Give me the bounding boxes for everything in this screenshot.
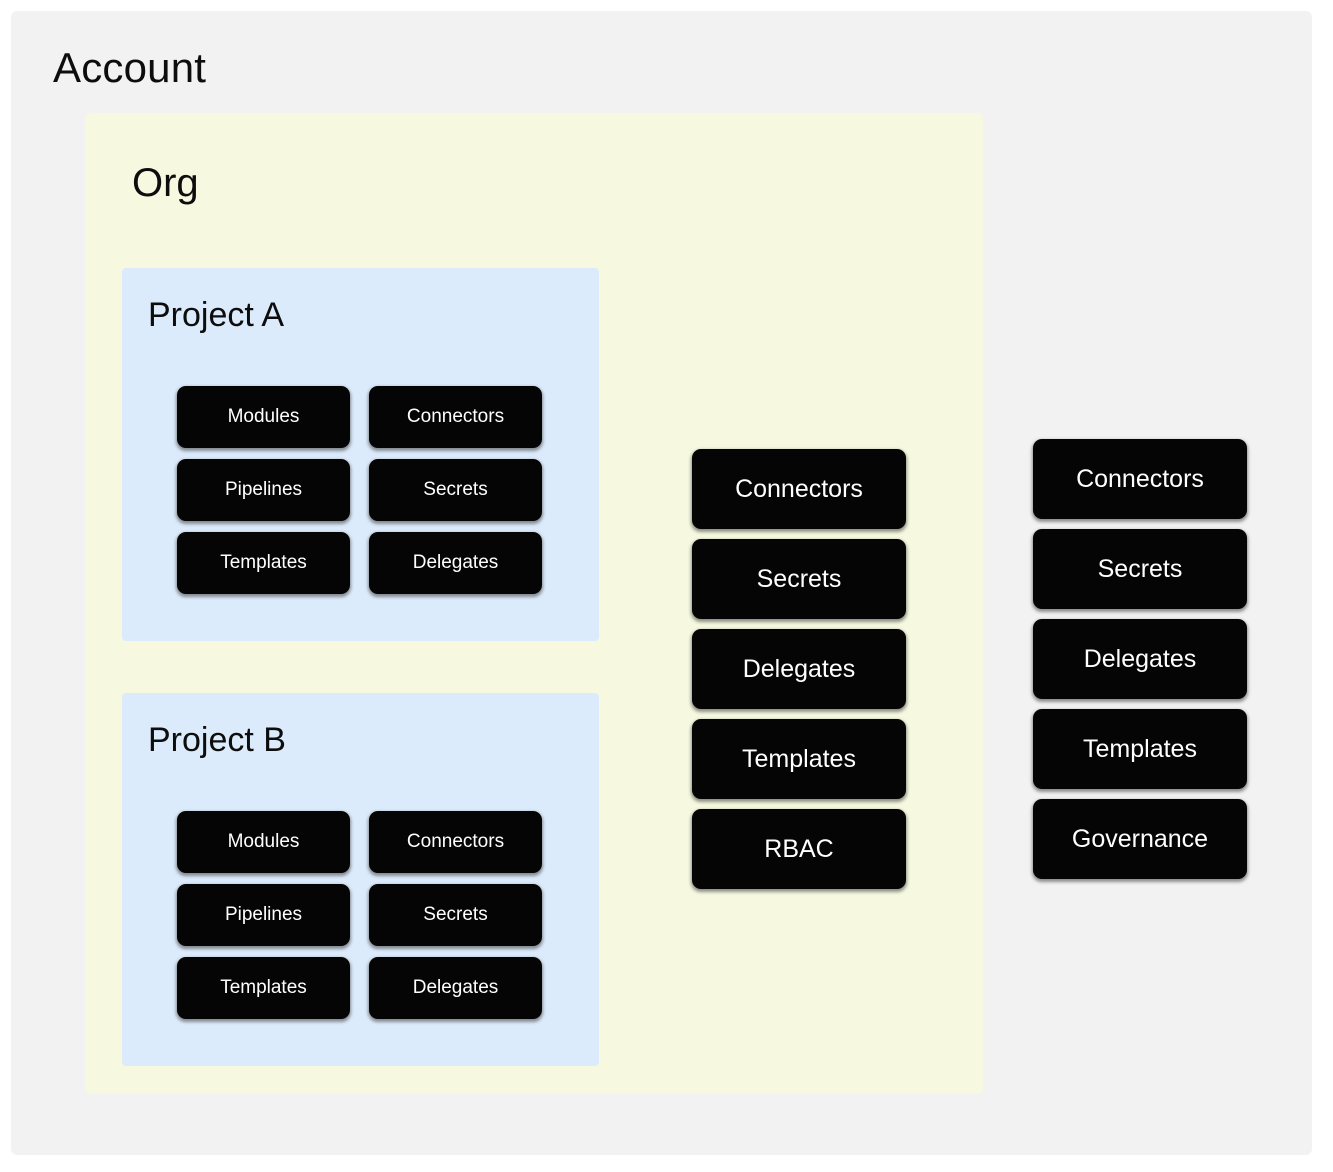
account-resource-column: Connectors Secrets Delegates Templates G… xyxy=(1033,439,1247,879)
account-scope-title: Account xyxy=(53,44,207,91)
resource-chip-rbac[interactable]: RBAC xyxy=(692,809,906,889)
resource-chip-templates[interactable]: Templates xyxy=(692,719,906,799)
resource-chip-delegates[interactable]: Delegates xyxy=(692,629,906,709)
resource-chip-secrets[interactable]: Secrets xyxy=(369,884,542,946)
project-scope-container-b: Project B Modules Connectors Pipelines S… xyxy=(122,693,599,1066)
project-scope-title: Project A xyxy=(148,296,285,334)
project-resource-grid: Modules Connectors Pipelines Secrets Tem… xyxy=(177,811,542,1019)
resource-chip-modules[interactable]: Modules xyxy=(177,811,350,873)
resource-chip-modules[interactable]: Modules xyxy=(177,386,350,448)
project-resource-grid: Modules Connectors Pipelines Secrets Tem… xyxy=(177,386,542,594)
project-scope-title: Project B xyxy=(148,721,286,759)
org-scope-container: Org Project A Modules Connectors Pipelin… xyxy=(85,113,983,1094)
org-scope-title: Org xyxy=(132,161,199,205)
account-scope-container: Account Org Project A Modules Connectors… xyxy=(11,11,1312,1155)
resource-chip-delegates[interactable]: Delegates xyxy=(369,532,542,594)
resource-chip-connectors[interactable]: Connectors xyxy=(369,386,542,448)
resource-chip-connectors[interactable]: Connectors xyxy=(369,811,542,873)
resource-chip-secrets[interactable]: Secrets xyxy=(1033,529,1247,609)
resource-chip-pipelines[interactable]: Pipelines xyxy=(177,459,350,521)
resource-chip-delegates[interactable]: Delegates xyxy=(369,957,542,1019)
resource-chip-connectors[interactable]: Connectors xyxy=(692,449,906,529)
resource-chip-templates[interactable]: Templates xyxy=(1033,709,1247,789)
resource-chip-templates[interactable]: Templates xyxy=(177,957,350,1019)
resource-chip-pipelines[interactable]: Pipelines xyxy=(177,884,350,946)
org-resource-column: Connectors Secrets Delegates Templates R… xyxy=(692,449,906,889)
project-scope-container-a: Project A Modules Connectors Pipelines S… xyxy=(122,268,599,641)
resource-chip-governance[interactable]: Governance xyxy=(1033,799,1247,879)
resource-chip-secrets[interactable]: Secrets xyxy=(692,539,906,619)
resource-chip-connectors[interactable]: Connectors xyxy=(1033,439,1247,519)
resource-chip-templates[interactable]: Templates xyxy=(177,532,350,594)
resource-chip-delegates[interactable]: Delegates xyxy=(1033,619,1247,699)
resource-chip-secrets[interactable]: Secrets xyxy=(369,459,542,521)
